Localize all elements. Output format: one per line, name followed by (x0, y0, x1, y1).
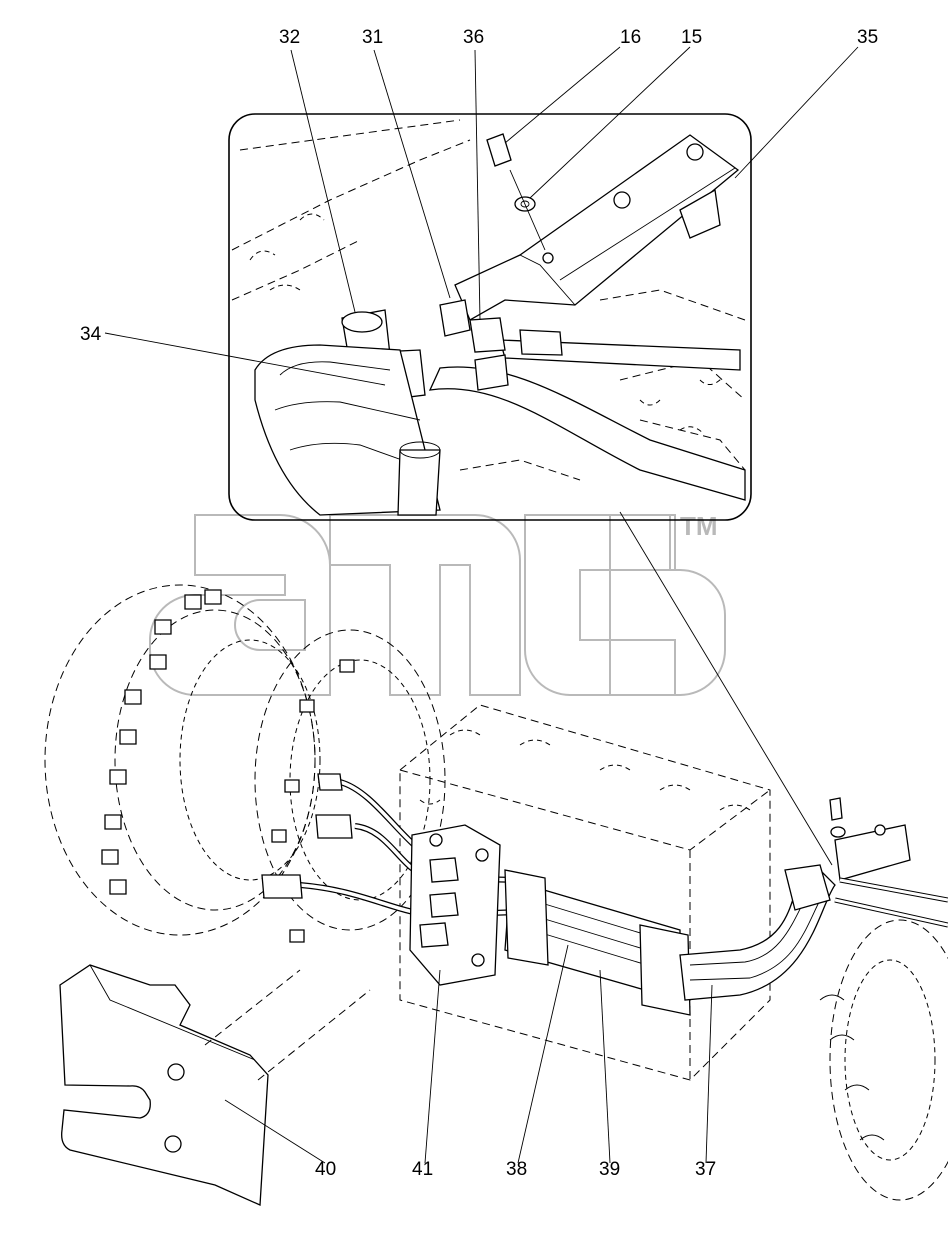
callout-label: 15 (681, 27, 702, 48)
bracket-hole-icon (542, 252, 554, 264)
callout-label: 32 (279, 27, 300, 48)
tank-body (254, 344, 441, 516)
shield-plate-40 (59, 964, 269, 1206)
fitting-36 (469, 317, 506, 353)
callout-label: 41 (412, 1159, 433, 1180)
shield-bolt-icon (164, 1135, 182, 1153)
watermark-logo: TM (149, 511, 726, 696)
callout-label: 34 (80, 324, 102, 345)
wheel-rim (254, 629, 446, 931)
callout-label: 39 (599, 1159, 620, 1180)
callout-label: 16 (620, 27, 641, 48)
bracket-right (834, 824, 911, 881)
callout-label: 38 (506, 1159, 527, 1180)
callout-labels: 32 31 36 16 15 35 34 40 41 38 39 37 (80, 27, 878, 1180)
gearbox-body (399, 704, 771, 1081)
callout-label: 35 (857, 27, 878, 48)
bracket-plate (454, 134, 740, 321)
fitting-31 (439, 299, 471, 337)
angle-bracket (679, 188, 721, 239)
hose-fittings-left (261, 773, 353, 899)
callout-label: 40 (315, 1159, 336, 1180)
main-assembly (44, 584, 948, 1206)
callout-label: 31 (362, 27, 383, 48)
callout-label: 36 (463, 27, 484, 48)
detail-inset-frame (228, 113, 752, 521)
hose-down (397, 449, 441, 516)
rim-bolts (271, 659, 355, 943)
leader-lines (104, 46, 859, 1164)
hose-clamp-band (639, 924, 691, 1016)
trademark-mark: TM (680, 511, 718, 541)
fitting-right (784, 864, 831, 911)
hose-clamp-band (504, 869, 549, 966)
detail-inset (228, 113, 752, 521)
bracket-bolt-icon (613, 191, 631, 209)
hub-bolts (101, 589, 222, 895)
shield-bolt-icon (167, 1063, 185, 1081)
bracket-bolt-icon (686, 143, 704, 161)
bolt-16-icon (486, 133, 512, 167)
callout-label: 37 (695, 1159, 716, 1180)
right-gear (829, 919, 948, 1201)
